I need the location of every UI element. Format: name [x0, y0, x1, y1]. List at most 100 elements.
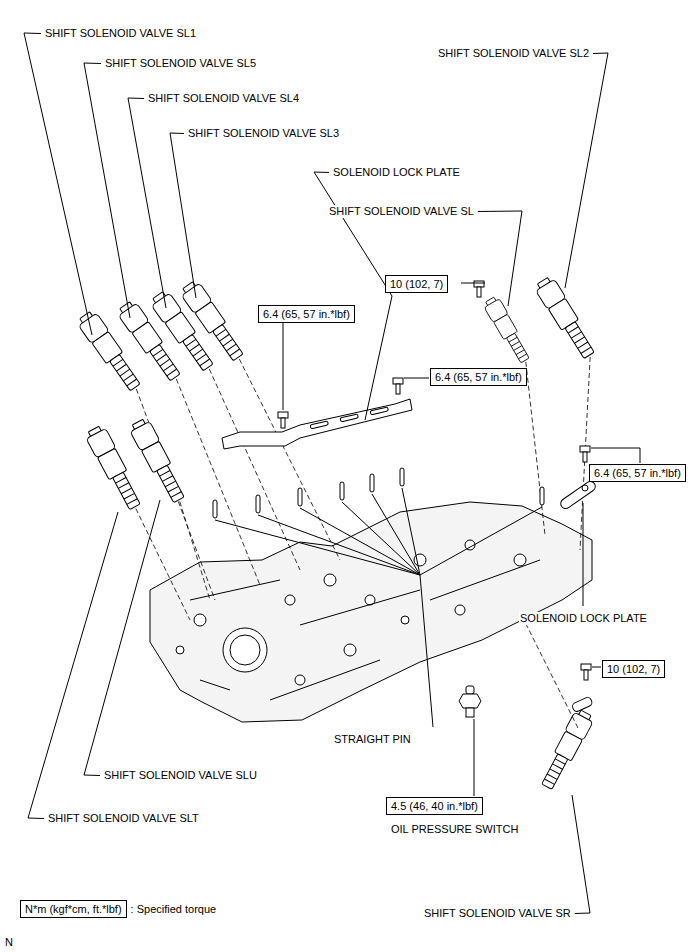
leader-line	[478, 211, 522, 306]
valve-body-bore	[223, 628, 267, 672]
torque-value: 6.4 (65, 57 in.*lbf)	[594, 466, 681, 480]
valve-body-hole	[295, 675, 305, 685]
straight-pin	[256, 495, 260, 513]
solenoid-land	[571, 332, 581, 338]
valve-body-hole	[401, 616, 409, 624]
solenoid-land	[518, 354, 526, 359]
solenoid-land	[186, 339, 196, 346]
assembly-dash-line	[176, 379, 260, 585]
solenoid-valve	[482, 295, 532, 365]
assembly-dash-line	[136, 389, 215, 600]
solenoid-valve	[538, 708, 596, 792]
solenoid-spool	[110, 354, 140, 390]
solenoid-land	[219, 334, 229, 341]
assembly-dash-line	[239, 359, 340, 560]
solenoid-land	[574, 337, 584, 343]
solenoid-land	[124, 493, 135, 499]
solenoid-land	[159, 471, 170, 477]
straight-pin	[540, 487, 544, 505]
bolt-shank	[396, 384, 400, 394]
solenoid-spool	[157, 465, 184, 502]
leader-line	[24, 33, 92, 335]
leader-line	[474, 719, 475, 796]
valve-body-rib	[190, 580, 280, 600]
bolt	[580, 446, 590, 462]
solenoid-land	[578, 342, 588, 348]
solenoid-land	[168, 486, 179, 492]
leader-line	[283, 323, 284, 410]
torque-spec-box: 10 (102, 7)	[602, 660, 665, 678]
leader-line	[128, 98, 166, 308]
part-name: STRAIGHT PIN	[333, 733, 412, 746]
leader-line	[592, 667, 601, 668]
leader-line	[215, 520, 420, 575]
solenoid-land	[544, 779, 554, 784]
solenoid-land	[196, 354, 206, 361]
solenoid-valve	[179, 279, 247, 364]
solenoid-spool	[183, 334, 213, 370]
assembly-dash-line	[209, 369, 300, 570]
assembly-dash-line	[580, 357, 590, 550]
solenoid-land	[167, 369, 177, 376]
torque-spec-box: 6.4 (65, 57 in.*lbf)	[258, 305, 355, 323]
bolt-head	[278, 412, 288, 418]
torque-value: 4.5 (46, 40 in.*lbf)	[391, 799, 478, 813]
solenoid-land	[160, 359, 170, 366]
valve-body-rib	[270, 660, 380, 700]
solenoid-spool	[506, 333, 529, 363]
part-name: SHIFT SOLENOID VALVE SL2	[437, 47, 590, 60]
part-name: SHIFT SOLENOID VALVE SL5	[104, 57, 257, 70]
solenoid-land	[118, 483, 129, 489]
part-name: OIL PRESSURE SWITCH	[390, 823, 519, 836]
solenoid-valve	[533, 275, 598, 361]
solenoid-spool	[213, 324, 243, 360]
solenoid-land	[516, 350, 524, 355]
torque-value: 6.4 (65, 57 in.*lbf)	[435, 370, 522, 384]
valve-body-hole	[344, 644, 356, 656]
torque-value: N*m (kgf*cm, ft.*lbf)	[25, 902, 122, 916]
leader-line	[402, 488, 420, 575]
torque-value: 10 (102, 7)	[607, 662, 660, 676]
solenoid-land	[193, 349, 203, 356]
solenoid-land	[171, 492, 182, 498]
solenoid-land	[116, 364, 126, 371]
part-name: SHIFT SOLENOID VALVE SLU	[103, 769, 258, 782]
torque-value: 10 (102, 7)	[390, 277, 443, 291]
valve-body-hole	[194, 614, 206, 626]
bolt-head	[581, 664, 591, 670]
part-name: SHIFT SOLENOID VALVE SLT	[47, 812, 200, 825]
figure-code: N	[4, 936, 14, 949]
assembly-dash-line	[136, 509, 190, 620]
solenoid-land	[163, 364, 173, 371]
solenoid-land	[200, 359, 210, 366]
leader-line	[420, 575, 433, 727]
solenoid-land	[552, 764, 562, 769]
leader-line	[404, 378, 429, 379]
lock-plate-hole	[582, 485, 588, 491]
lock-plate-slot	[340, 414, 358, 422]
solenoid-land	[223, 339, 233, 346]
part-name: SHIFT SOLENOID VALVE SL	[328, 205, 475, 218]
solenoid-bracket	[571, 696, 593, 713]
torque-value: 6.4 (65, 57 in.*lbf)	[263, 307, 350, 321]
switch-terminal	[466, 686, 474, 694]
solenoid-land	[127, 379, 137, 386]
leader-line	[170, 133, 196, 298]
lock-plate-slot	[370, 407, 388, 415]
leader-line	[591, 448, 640, 463]
valve-body-rib	[300, 590, 420, 625]
torque-spec-box: 6.4 (65, 57 in.*lbf)	[589, 464, 686, 482]
solenoid-land	[189, 344, 199, 351]
leader-line	[258, 515, 420, 575]
part-name: SHIFT SOLENOID VALVE SL3	[187, 127, 340, 140]
solenoid-land	[547, 774, 557, 779]
bolt	[581, 664, 591, 680]
solenoid-land	[581, 347, 591, 353]
bolt-shank	[583, 452, 587, 462]
part-name: SOLENOID LOCK PLATE	[332, 166, 461, 179]
solenoid-valve	[128, 417, 189, 505]
solenoid-land	[568, 327, 578, 333]
bolt-head	[393, 378, 403, 384]
valve-body-rib	[200, 680, 230, 690]
solenoid-land	[115, 478, 126, 484]
